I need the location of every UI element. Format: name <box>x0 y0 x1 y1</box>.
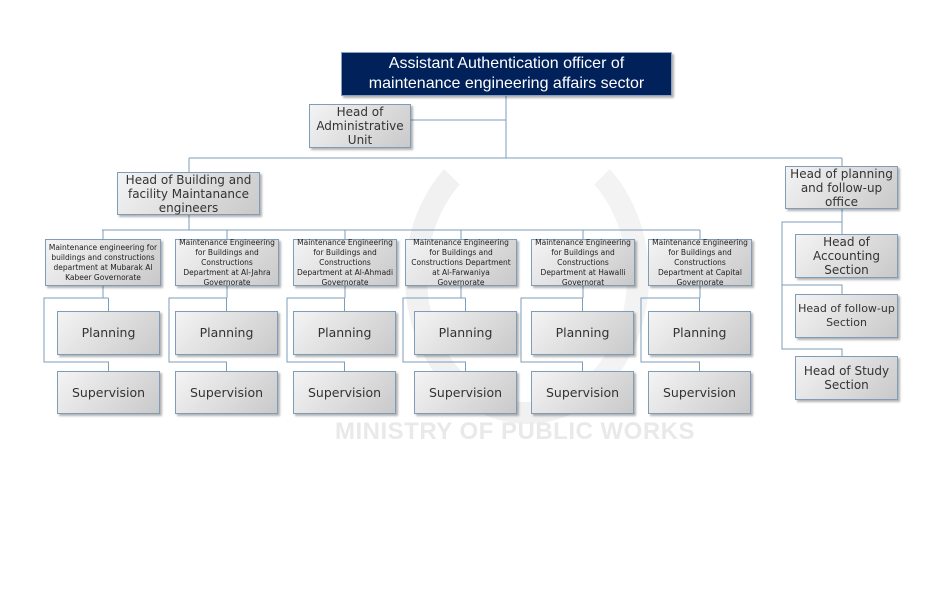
connector-top <box>188 96 843 172</box>
planning-box[interactable]: Planning <box>531 311 634 355</box>
connector-department-0 <box>43 230 109 371</box>
connector-department-3 <box>402 230 466 371</box>
planning-box[interactable]: Planning <box>648 311 751 355</box>
planning-box[interactable]: Planning <box>57 311 160 355</box>
sector-head-box[interactable]: Assistant Authentication officer of main… <box>341 52 672 96</box>
supervision-box[interactable]: Supervision <box>293 371 396 414</box>
department-box[interactable]: Maintenance Engineering for Buildings an… <box>293 238 397 287</box>
supervision-box[interactable]: Supervision <box>414 371 517 414</box>
department-box[interactable]: Maintenance Engineering for Buildings an… <box>648 238 752 287</box>
supervision-box[interactable]: Supervision <box>175 371 278 414</box>
follow-up-section-box[interactable]: Head of follow-up Section <box>795 294 898 338</box>
supervision-box[interactable]: Supervision <box>531 371 634 414</box>
department-box[interactable]: Maintenance engineering for buildings an… <box>45 239 161 286</box>
department-box[interactable]: Maintenance Engineering for Buildings an… <box>175 238 279 287</box>
admin-unit-box[interactable]: Head of Administrative Unit <box>309 104 411 148</box>
connector-department-2 <box>286 230 346 371</box>
planning-box[interactable]: Planning <box>293 311 396 355</box>
planning-box[interactable]: Planning <box>414 311 517 355</box>
supervision-box[interactable]: Supervision <box>57 371 160 414</box>
connector-department-5 <box>640 230 701 371</box>
watermark-text: MINISTRY OF PUBLIC WORKS <box>335 418 695 445</box>
connector-department-4 <box>520 230 584 371</box>
accounting-section-box[interactable]: Head of Accounting Section <box>795 234 898 278</box>
connector-sections <box>781 209 843 356</box>
connector-departments <box>102 215 700 231</box>
planning-head-box[interactable]: Head of planning and follow-up office <box>785 166 898 209</box>
department-box[interactable]: Maintenance Engineering for Buildings an… <box>531 238 635 287</box>
supervision-box[interactable]: Supervision <box>648 371 751 414</box>
building-head-box[interactable]: Head of Building and facility Maintananc… <box>117 172 260 215</box>
planning-box[interactable]: Planning <box>175 311 278 355</box>
connector-department-1 <box>168 230 228 371</box>
study-section-box[interactable]: Head of Study Section <box>795 356 898 400</box>
department-box[interactable]: Maintenance Engineering for Buildings an… <box>405 238 517 287</box>
